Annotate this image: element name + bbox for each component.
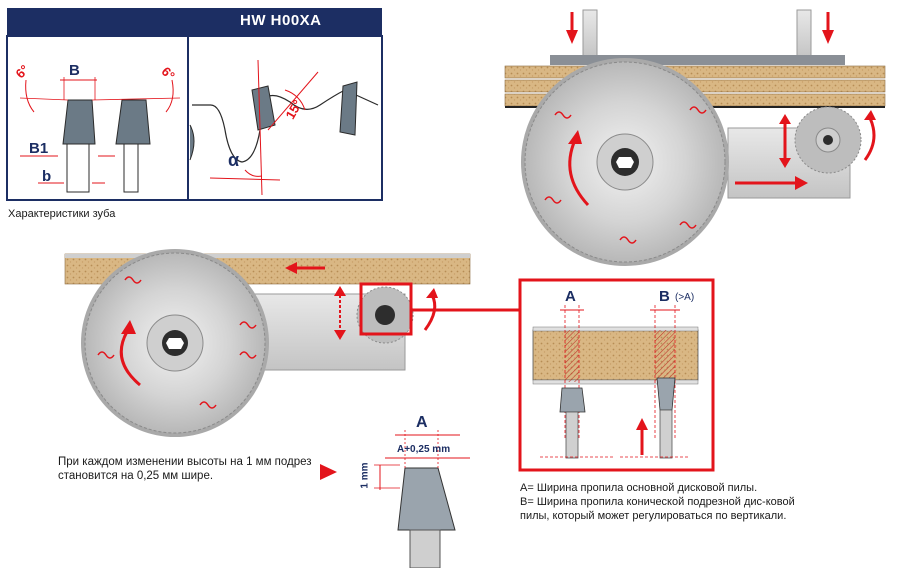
height-change-note: При каждом изменении высоты на 1 мм подр… [58,456,312,482]
alpha-label: α [228,150,240,170]
machine-top-view [504,9,886,266]
height-adjust-tooth [320,430,470,568]
tooth-header-title: HW H00XA [240,12,322,29]
tooth-characteristics-box [6,35,383,201]
tooth-side-view [189,59,379,196]
machine-side-view [64,249,520,437]
detail-label-B-note: (>A) [675,292,695,303]
tooth-header-bar [7,8,382,36]
bottom-label-A: A [416,414,428,431]
detail-label-A: A [565,288,576,305]
tooth-front-view [19,77,181,193]
bottom-label-A-plus: A+0,25 mm [397,444,451,455]
legend-line-a: A= Ширина пропила основной дисковой пилы… [520,482,758,494]
label-B: B [69,62,80,79]
legend-line-b: B= Ширина пропила конической подрезной д… [520,496,795,522]
kerf-detail-box [518,278,715,472]
tooth-caption: Характеристики зуба [8,208,116,220]
label-b: b [42,168,52,185]
label-B1: B1 [29,140,49,157]
detail-label-B: B [659,288,670,305]
bottom-label-1mm: 1 mm [359,462,371,489]
